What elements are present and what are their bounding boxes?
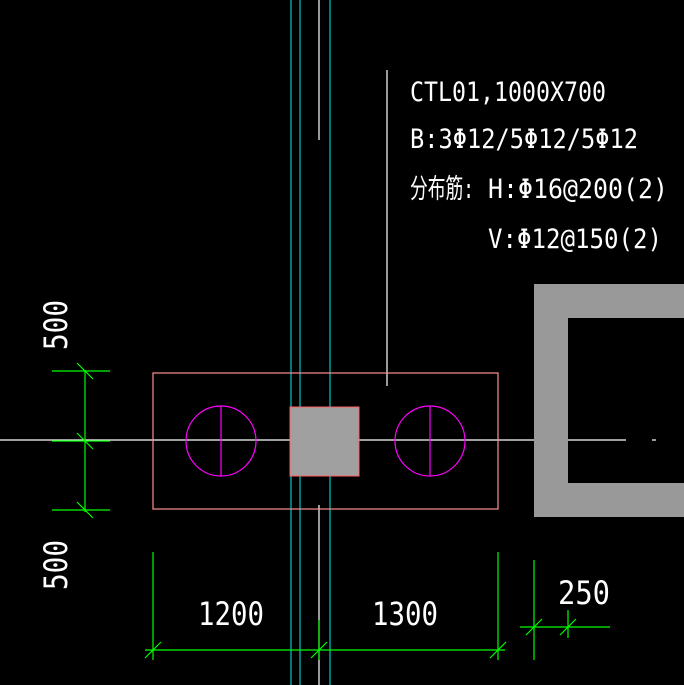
adjacent-wall bbox=[534, 284, 684, 517]
right-dim-tick-right bbox=[559, 618, 577, 636]
right-dim-tick-left bbox=[525, 618, 543, 636]
left-dim-tick-top bbox=[76, 362, 94, 380]
bottom-dim-tick-mid bbox=[310, 641, 328, 659]
bottom-dim-tick-left bbox=[144, 641, 162, 659]
annotation-block: CTL01,1000X700 B:3Φ12/5Φ12/5Φ12 分布筋: H:Φ… bbox=[410, 77, 668, 255]
left-dim-tick-mid bbox=[76, 432, 94, 450]
left-dimension bbox=[52, 362, 110, 519]
left-dim-tick-bottom bbox=[76, 501, 94, 519]
annotation-line-2: B:3Φ12/5Φ12/5Φ12 bbox=[410, 124, 638, 155]
annotation-line-4: V:Φ12@150(2) bbox=[488, 224, 662, 255]
dim-text-left-lower: 500 bbox=[37, 540, 75, 590]
dim-text-bottom-left: 1200 bbox=[198, 595, 264, 633]
bottom-dimension bbox=[144, 552, 507, 660]
annotation-line-3-value: H:Φ16@200(2) bbox=[488, 174, 668, 205]
dim-text-bottom-right: 1300 bbox=[372, 595, 438, 633]
column bbox=[289, 406, 360, 477]
right-dimension bbox=[520, 560, 610, 660]
pile-left bbox=[185, 405, 257, 477]
bottom-dim-tick-right bbox=[489, 641, 507, 659]
pile-cap-outline bbox=[152, 372, 499, 510]
annotation-line-1: CTL01,1000X700 bbox=[410, 77, 606, 108]
dim-text-left-upper: 500 bbox=[37, 300, 75, 350]
annotation-line-3-prefix: 分布筋: bbox=[410, 174, 474, 205]
pile-right bbox=[394, 405, 466, 477]
dim-text-right-gap: 250 bbox=[558, 574, 610, 612]
wall-lines bbox=[290, 0, 331, 685]
